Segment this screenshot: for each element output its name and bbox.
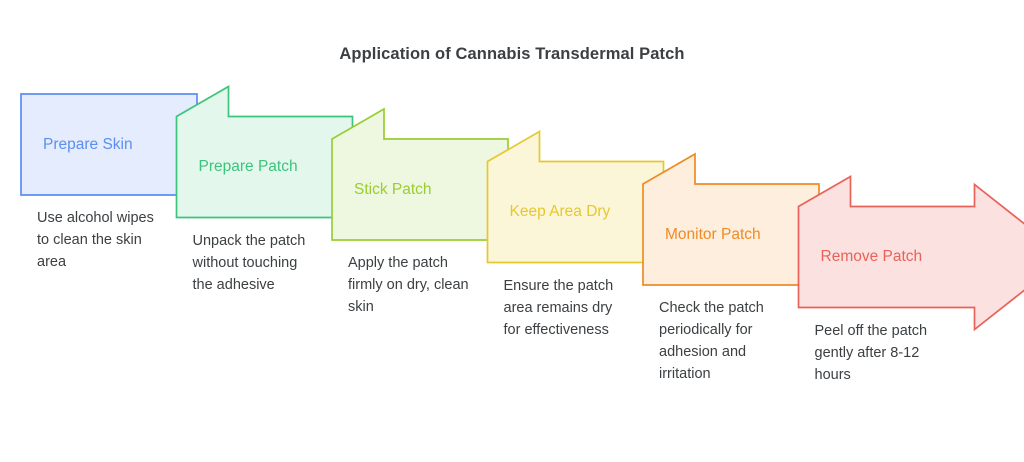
process-step-caption-1: Use alcohol wipes to clean the skin area	[37, 210, 154, 270]
process-step-label-3: Stick Patch	[354, 180, 432, 198]
process-step-label-6: Remove Patch	[820, 248, 923, 265]
process-step-caption-3: Apply the patch firmly on dry, clean ski…	[348, 255, 469, 315]
process-step-shape-6[interactable]	[797, 175, 1024, 332]
process-step-caption-2: Unpack the patch without touching the ad…	[192, 232, 306, 293]
process-step-label-2: Prepare Patch	[198, 158, 298, 175]
process-step-caption-4: Ensure the patch area remains dry for ef…	[503, 277, 614, 338]
process-step-shape-2[interactable]	[175, 85, 354, 219]
process-step-shape-3[interactable]	[331, 107, 509, 241]
process-step-label-1: Prepare Skin	[43, 135, 133, 153]
page-title: Application of Cannabis Transdermal Patc…	[339, 45, 685, 63]
process-step-label-5: Monitor Patch	[665, 225, 761, 243]
process-step-label-4: Keep Area Dry	[509, 203, 611, 220]
process-step-shape-5[interactable]	[642, 152, 820, 286]
process-step-caption-5: Check the patch periodically for adhesio…	[659, 300, 764, 382]
process-step-caption-6: Peel off the patch gently after 8-12 hou…	[814, 322, 928, 383]
process-step-shape-4[interactable]	[486, 130, 665, 264]
